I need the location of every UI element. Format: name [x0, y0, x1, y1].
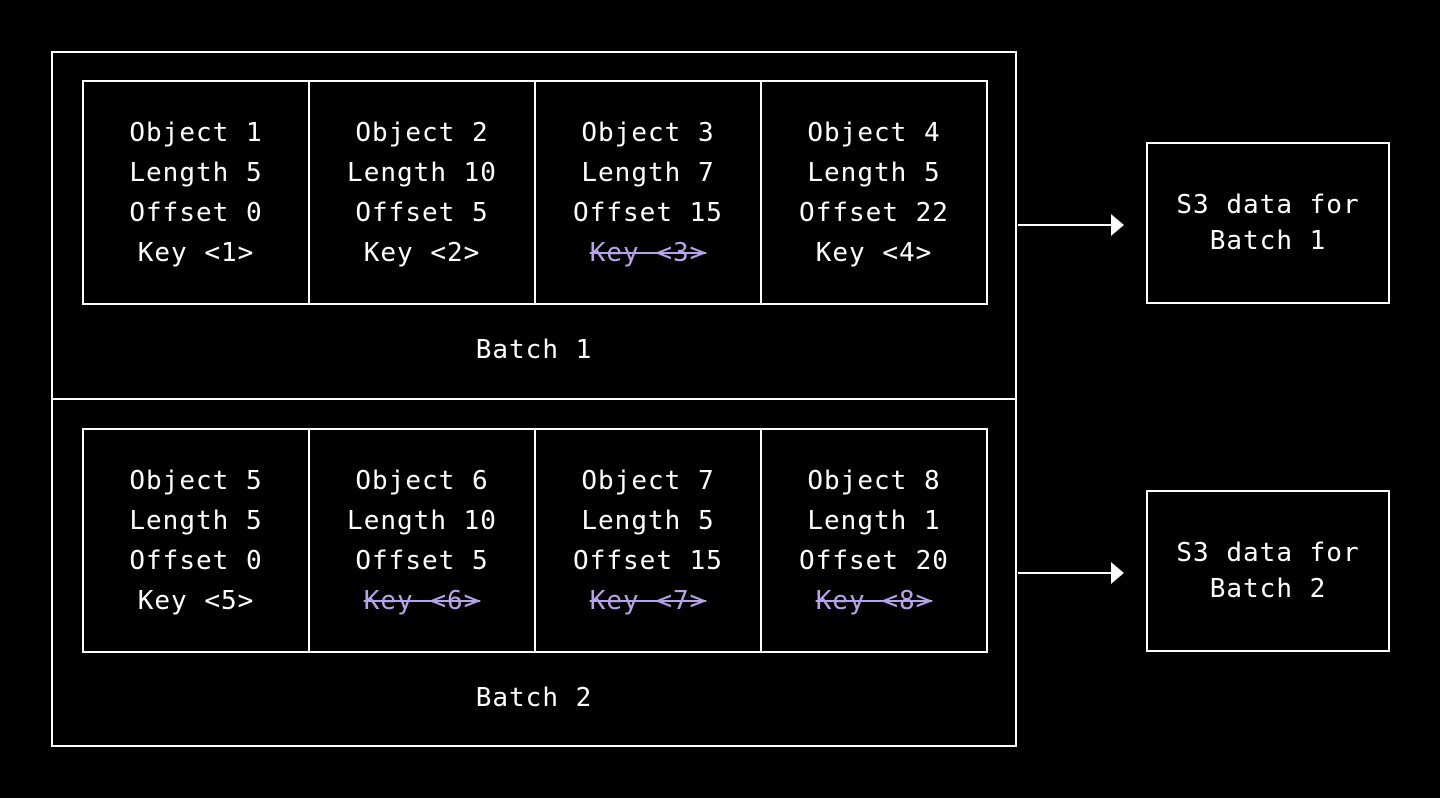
object-cell: Object 8 Length 1 Offset 20 Key <8> [762, 430, 986, 651]
object-offset: Offset 22 [799, 197, 949, 228]
object-name: Object 7 [581, 465, 715, 496]
object-length: Length 5 [581, 505, 715, 536]
object-name: Object 8 [807, 465, 941, 496]
arrow-right-icon [1018, 562, 1124, 584]
object-offset: Offset 20 [799, 545, 949, 576]
object-name: Object 2 [355, 117, 489, 148]
s3-label-line: S3 data for [1176, 538, 1360, 568]
object-offset: Offset 15 [573, 197, 723, 228]
object-length: Length 10 [347, 505, 497, 536]
object-offset: Offset 15 [573, 545, 723, 576]
object-key: Key <1> [137, 237, 255, 268]
object-key: Key <4> [815, 237, 933, 268]
object-length: Length 1 [807, 505, 941, 536]
batch-label: Batch 1 [475, 335, 593, 365]
object-name: Object 5 [129, 465, 263, 496]
object-key: Key <2> [363, 237, 481, 268]
object-cell: Object 5 Length 5 Offset 0 Key <5> [84, 430, 310, 651]
object-cell: Object 2 Length 10 Offset 5 Key <2> [310, 82, 536, 303]
batch-1-objects-row: Object 1 Length 5 Offset 0 Key <1> Objec… [82, 80, 988, 305]
object-length: Length 5 [129, 505, 263, 536]
object-offset: Offset 5 [355, 545, 489, 576]
object-length: Length 5 [807, 157, 941, 188]
object-cell: Object 7 Length 5 Offset 15 Key <7> [536, 430, 762, 651]
object-length: Length 5 [129, 157, 263, 188]
object-offset: Offset 0 [129, 197, 263, 228]
object-length: Length 7 [581, 157, 715, 188]
object-offset: Offset 5 [355, 197, 489, 228]
s3-label-line: Batch 1 [1209, 226, 1327, 256]
object-key: Key <3> [589, 237, 707, 268]
object-name: Object 4 [807, 117, 941, 148]
object-cell: Object 1 Length 5 Offset 0 Key <1> [84, 82, 310, 303]
object-name: Object 3 [581, 117, 715, 148]
s3-label-line: S3 data for [1176, 190, 1360, 220]
batch-2-objects-row: Object 5 Length 5 Offset 0 Key <5> Objec… [82, 428, 988, 653]
object-cell: Object 4 Length 5 Offset 22 Key <4> [762, 82, 986, 303]
object-key: Key <5> [137, 585, 255, 616]
object-cell: Object 3 Length 7 Offset 15 Key <3> [536, 82, 762, 303]
object-offset: Offset 0 [129, 545, 263, 576]
batch-label: Batch 2 [475, 683, 593, 713]
object-key: Key <8> [815, 585, 933, 616]
object-name: Object 6 [355, 465, 489, 496]
batch-divider [51, 398, 1017, 400]
arrow-right-icon [1018, 214, 1124, 236]
object-key: Key <6> [363, 585, 481, 616]
object-length: Length 10 [347, 157, 497, 188]
object-key: Key <7> [589, 585, 707, 616]
s3-data-box: S3 data for Batch 2 [1146, 490, 1390, 652]
object-name: Object 1 [129, 117, 263, 148]
s3-data-box: S3 data for Batch 1 [1146, 142, 1390, 304]
object-cell: Object 6 Length 10 Offset 5 Key <6> [310, 430, 536, 651]
s3-label-line: Batch 2 [1209, 574, 1327, 604]
